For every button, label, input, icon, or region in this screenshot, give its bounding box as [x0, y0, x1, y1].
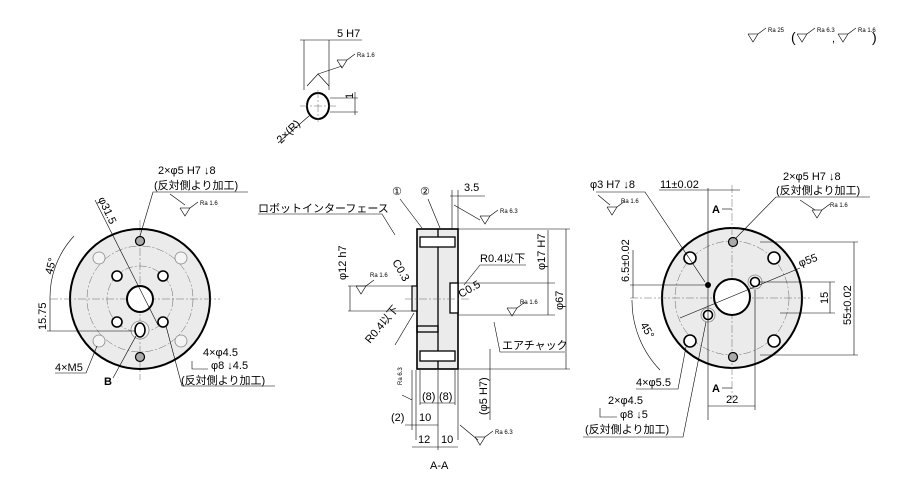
- cb-holes-spec-right: φ8 ↓5: [620, 409, 648, 421]
- angle-right-dim: 45°: [637, 321, 656, 341]
- pin-holes-note-right: (反対側より加工): [776, 183, 860, 197]
- cb-holes-callout: 4×φ4.5: [203, 347, 238, 359]
- robot-interface-label: ロボットインターフェース: [258, 202, 389, 215]
- chamfer-c03: C0.3: [389, 258, 411, 284]
- dim-2: (2): [391, 412, 404, 424]
- right-pin-ra: Ra 1.6: [830, 203, 848, 209]
- center-bore: [126, 285, 154, 313]
- cb-holes-spec: φ8 ↓4.5: [211, 360, 248, 372]
- section-title: A-A: [430, 460, 449, 472]
- dim-12: 12: [418, 434, 430, 446]
- dim-22: 22: [726, 394, 738, 406]
- left-view: 2×φ5 H7 ↓8 (反対側より加工) Ra 1.6 φ31.5 45° 15…: [37, 165, 275, 388]
- pin-holes-note: (反対側より加工): [154, 178, 238, 192]
- ra-boss: Ra 1.6: [370, 273, 388, 279]
- cb-holes-callout-right: 2×φ4.5: [608, 395, 643, 407]
- angle-dim: 45°: [43, 257, 59, 276]
- air-chuck-label: エアチャック: [502, 339, 568, 352]
- ra-left: Ra 6.3: [398, 367, 404, 385]
- paren-open: (: [791, 29, 796, 45]
- cb-holes-note: (反対側より加工): [181, 373, 265, 387]
- view-label-b: B: [104, 376, 112, 388]
- radius-right-label: R0.4以下: [480, 253, 525, 265]
- roughness-legend: Ra 25 ( Ra 6.3 , Ra 1.6 ): [747, 27, 877, 45]
- dim-15: 15: [819, 292, 831, 304]
- tapped-holes-callout: 4×M5: [55, 362, 83, 374]
- ra-bore: Ra 1.6: [520, 300, 538, 306]
- left-pin-ra: Ra 1.6: [200, 201, 218, 207]
- cb-holes-note-right: (反対側より加工): [585, 422, 669, 436]
- pin-dia-dim: (φ5 H7): [478, 377, 490, 415]
- slot-width-dim: 5 H7: [337, 28, 360, 40]
- dim-6-5: 6.5±0.02: [620, 239, 632, 282]
- section-marker-a-bottom: A: [712, 383, 720, 395]
- pin-holes-callout-right: 2×φ5 H7 ↓8: [783, 171, 841, 183]
- ra-small: Ra 1.6: [621, 199, 639, 205]
- bore-dia-dim: φ17 H7: [536, 234, 548, 271]
- detail-slot-view: 5 H7 Ra 1.6 1 2×(R): [275, 28, 376, 146]
- section-view-a-a: ロボットインターフェース ① ② 3.5 Ra 6.3 φ12 h7 Ra 1.…: [258, 182, 570, 472]
- slot-ra: Ra 1.6: [357, 53, 375, 59]
- pcd-right-dim: φ55: [797, 252, 819, 270]
- dim-8-right: (8): [439, 391, 452, 403]
- part-1-marker: ①: [392, 186, 402, 198]
- radius-left-label: R0.4以下: [363, 304, 401, 346]
- through-holes-callout: 4×φ5.5: [636, 377, 671, 389]
- slot-height-dim: 1: [344, 93, 356, 99]
- pcd-dim: φ31.5: [95, 195, 118, 226]
- dim-55: 55±0.02: [842, 285, 854, 325]
- boss-dia-dim: φ12 h7: [337, 245, 349, 280]
- small-hole-callout: φ3 H7 ↓8: [590, 179, 635, 191]
- dim-8-left: (8): [422, 391, 435, 403]
- dim-10-b: 10: [441, 434, 453, 446]
- dim-10-a: 10: [419, 412, 431, 424]
- section-marker-a-top: A: [712, 204, 720, 216]
- chamfer-c05: C0.5: [457, 279, 483, 301]
- ra-alt1: Ra 6.3: [817, 28, 835, 34]
- dim-3-5: 3.5: [464, 182, 479, 194]
- right-view: φ3 H7 ↓8 Ra 1.6 11±0.02 2×φ5 H7 ↓8 (反対側よ…: [583, 171, 870, 438]
- ra-bottom: Ra 6.3: [495, 430, 513, 436]
- ra-top: Ra 6.3: [500, 209, 518, 215]
- outer-dia-dim: φ67: [554, 291, 566, 310]
- center-bore-right: [713, 278, 751, 316]
- dim-11: 11±0.02: [660, 179, 699, 191]
- paren-close: ): [872, 29, 877, 45]
- offset-dim: 15.75: [37, 302, 49, 330]
- ra-main: Ra 25: [768, 28, 785, 34]
- pin-holes-callout: 2×φ5 H7 ↓8: [158, 165, 216, 177]
- comma: ,: [832, 33, 835, 45]
- slot-radius-dim: 2×(R): [275, 118, 303, 146]
- ra-alt2: Ra 1.6: [858, 28, 876, 34]
- part-2-marker: ②: [420, 186, 430, 198]
